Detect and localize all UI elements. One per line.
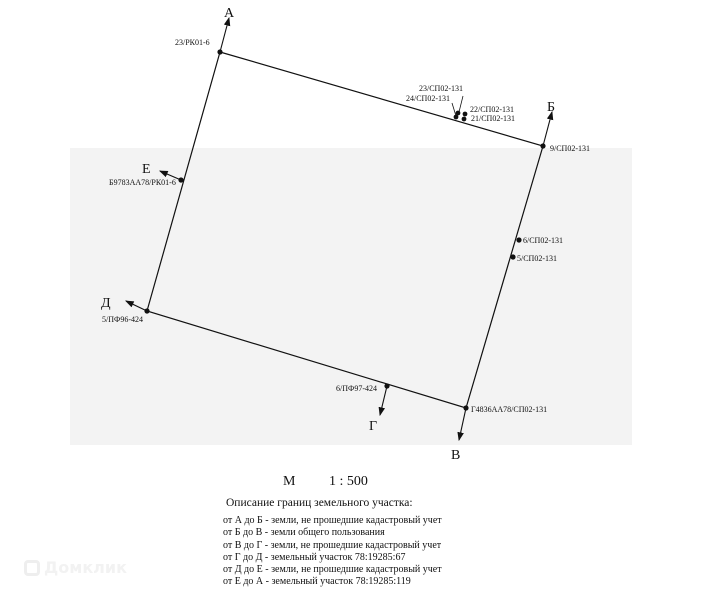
vertex-v xyxy=(463,405,469,411)
arrow-a xyxy=(219,16,231,53)
point-label: Б9783АА78/РК01-6 xyxy=(109,178,176,187)
watermark-text: Домклик xyxy=(44,558,127,577)
background-band xyxy=(70,148,632,445)
description-line: от Д до Е - земли, не прошедшие кадастро… xyxy=(223,564,442,576)
point-label: 5/ПФ96-424 xyxy=(102,315,143,324)
watermark: Домклик xyxy=(24,558,127,577)
label-a: А xyxy=(224,6,235,21)
vertex-5 xyxy=(510,254,516,260)
description-line: от Е до А - земельный участок 78:19285:1… xyxy=(223,576,411,588)
vertex-24 xyxy=(453,114,459,120)
vertex-g xyxy=(384,383,390,389)
vertex-d xyxy=(144,308,150,314)
scale: М 1 : 500 xyxy=(283,474,398,490)
point-label: 21/СП02-131 xyxy=(471,114,515,123)
description-line: от А до Б - земли, не прошедшие кадастро… xyxy=(223,515,442,526)
vertex-6 xyxy=(516,237,522,243)
house-logo-icon xyxy=(24,559,40,576)
point-label: 6/СП02-131 xyxy=(523,236,563,245)
point-label: 23/СП02-131 xyxy=(419,84,463,93)
description-line: от Б до В - земли общего пользования xyxy=(223,527,385,539)
label-d: Д xyxy=(101,296,111,311)
arrow-d xyxy=(125,300,148,312)
description-line: от В до Г - земли, не прошедшие кадастро… xyxy=(223,539,442,551)
label-e: Е xyxy=(142,162,151,177)
vertex-b xyxy=(540,143,546,149)
label-b: Б xyxy=(547,100,555,115)
label-g: Г xyxy=(369,419,377,434)
arrow-b xyxy=(542,110,554,147)
vertex-a xyxy=(217,49,223,55)
vertex-21 xyxy=(461,116,467,122)
vertex-22 xyxy=(462,111,468,117)
description-line: от Г до Д - земельный участок 78:19285:6… xyxy=(223,551,406,563)
scale-value: 1 : 500 xyxy=(328,474,368,489)
point-label: Г4836АА78/СП02-131 xyxy=(471,405,547,414)
point-label: 5/СП02-131 xyxy=(517,254,557,263)
scale-label: М xyxy=(283,474,296,489)
point-label: 24/СП02-131 xyxy=(406,94,450,103)
arrow-e xyxy=(158,170,182,181)
arrow-g xyxy=(378,385,388,417)
arrow-v xyxy=(457,407,467,442)
description-title: Описание границ земельного участка: xyxy=(226,497,413,509)
vertex-e xyxy=(178,177,184,183)
point-label: 23/РК01-6 xyxy=(175,38,210,47)
point-label: 22/СП02-131 xyxy=(470,105,514,114)
point-label: 9/СП02-131 xyxy=(550,144,590,153)
boundary-description: Описание границ земельного участка: от А… xyxy=(223,497,442,589)
point-label: 6/ПФ97-424 xyxy=(336,384,377,393)
label-v: В xyxy=(451,448,460,463)
